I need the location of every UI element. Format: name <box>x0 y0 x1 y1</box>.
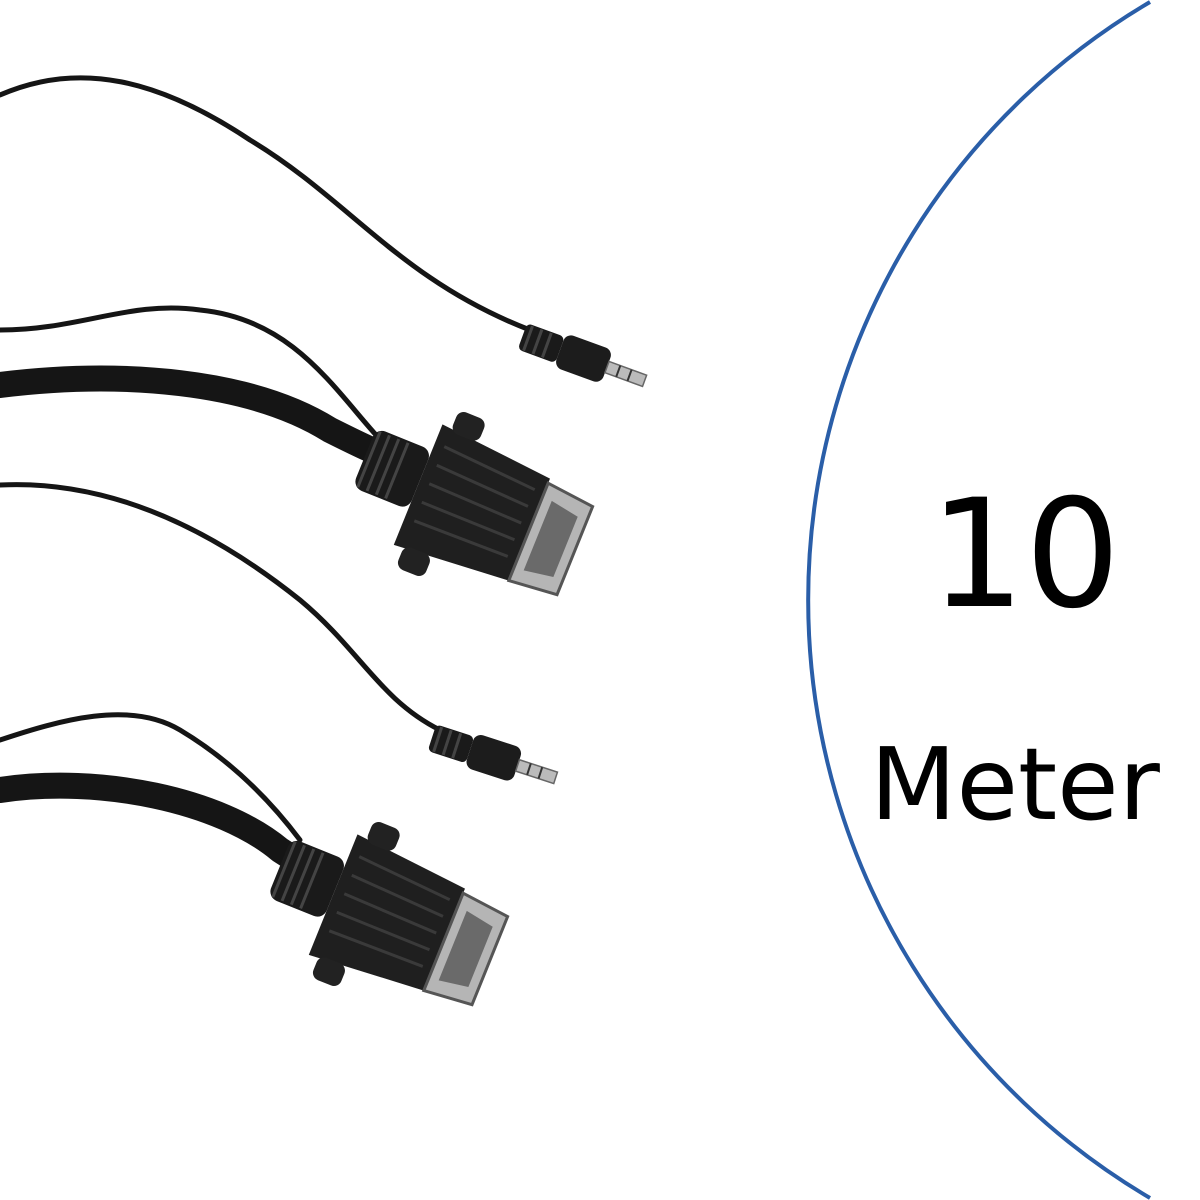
length-unit: Meter <box>870 726 1160 843</box>
vga-connector-lower <box>244 791 525 1039</box>
highlight-circle <box>806 0 1152 1200</box>
audio-jack-lower <box>424 719 563 797</box>
length-value: 10 <box>929 468 1121 642</box>
vga-connector-upper <box>329 381 610 629</box>
audio-jack-upper <box>514 317 653 400</box>
